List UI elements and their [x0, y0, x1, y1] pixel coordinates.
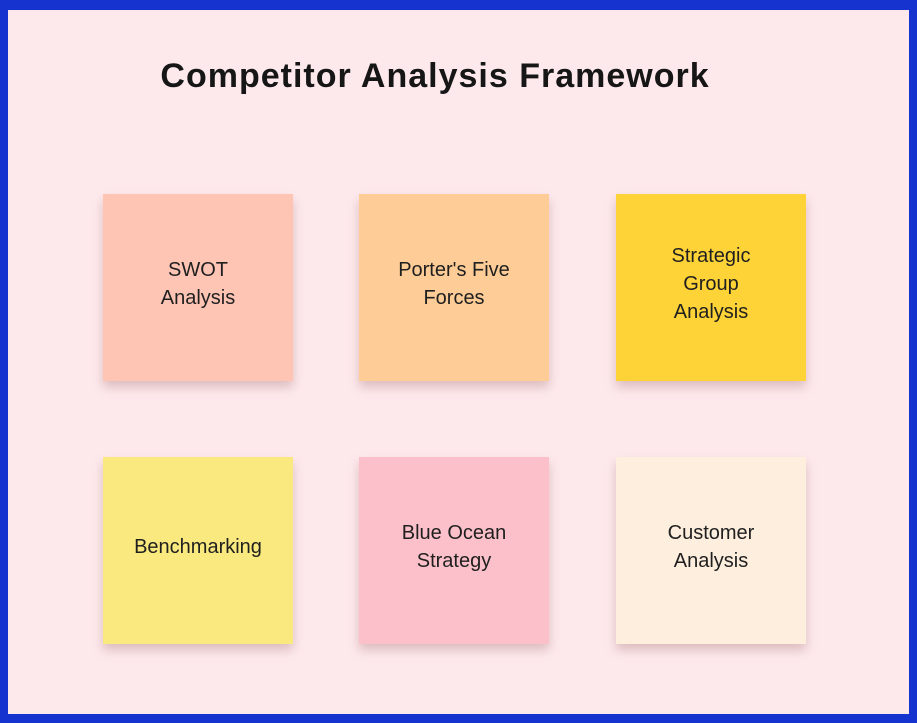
sticky-note-label: Porter's Five Forces — [398, 258, 510, 309]
sticky-note-label: SWOT Analysis — [160, 258, 236, 309]
sticky-note-customer-analysis[interactable]: Customer Analysis — [616, 457, 806, 644]
sticky-note-swot-analysis[interactable]: SWOT Analysis — [103, 194, 293, 381]
board-title: Competitor Analysis Framework — [160, 57, 710, 95]
sticky-note-label: Benchmarking — [134, 535, 262, 558]
sticky-note-label: Customer Analysis — [667, 521, 755, 572]
sticky-note-porters-five-forces[interactable]: Porter's Five Forces — [359, 194, 549, 381]
sticky-note-blue-ocean-strategy[interactable]: Blue Ocean Strategy — [359, 457, 549, 644]
sticky-note-label: Strategic Group Analysis — [671, 244, 751, 323]
sticky-note-label: Blue Ocean Strategy — [401, 521, 507, 572]
sticky-note-strategic-group-analysis[interactable]: Strategic Group Analysis — [616, 194, 806, 381]
sticky-note-benchmarking[interactable]: Benchmarking — [103, 457, 293, 644]
